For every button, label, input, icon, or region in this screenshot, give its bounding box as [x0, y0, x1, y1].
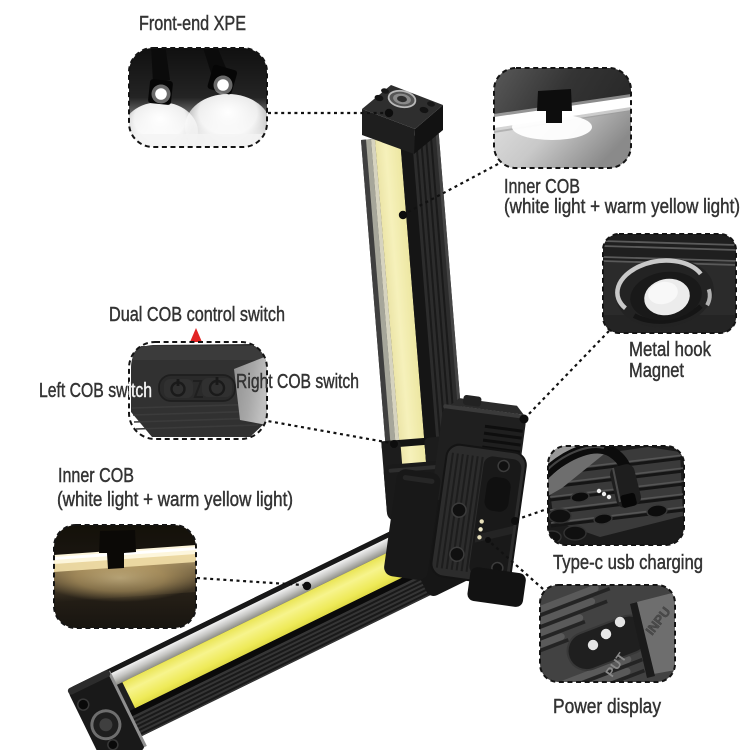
svg-text:Left COB switch: Left COB switch [39, 380, 152, 402]
svg-text:Inner COB: Inner COB [58, 465, 134, 487]
svg-text:Inner COB: Inner COB [504, 176, 580, 198]
svg-text:Metal hook: Metal hook [629, 339, 712, 361]
svg-text:Right COB switch: Right COB switch [236, 371, 359, 393]
svg-text:Magnet: Magnet [629, 360, 684, 382]
svg-text:Front-end XPE: Front-end XPE [139, 13, 246, 35]
svg-text:Type-c usb charging: Type-c usb charging [553, 552, 703, 574]
svg-text:Left COB switch: Left COB switch [39, 380, 152, 402]
svg-text:Power display: Power display [553, 696, 661, 718]
svg-text:Dual COB control switch: Dual COB control switch [109, 304, 285, 326]
svg-text:(white light + warm yellow lig: (white light + warm yellow light) [504, 196, 740, 218]
svg-text:(white light + warm yellow lig: (white light + warm yellow light) [57, 489, 293, 511]
